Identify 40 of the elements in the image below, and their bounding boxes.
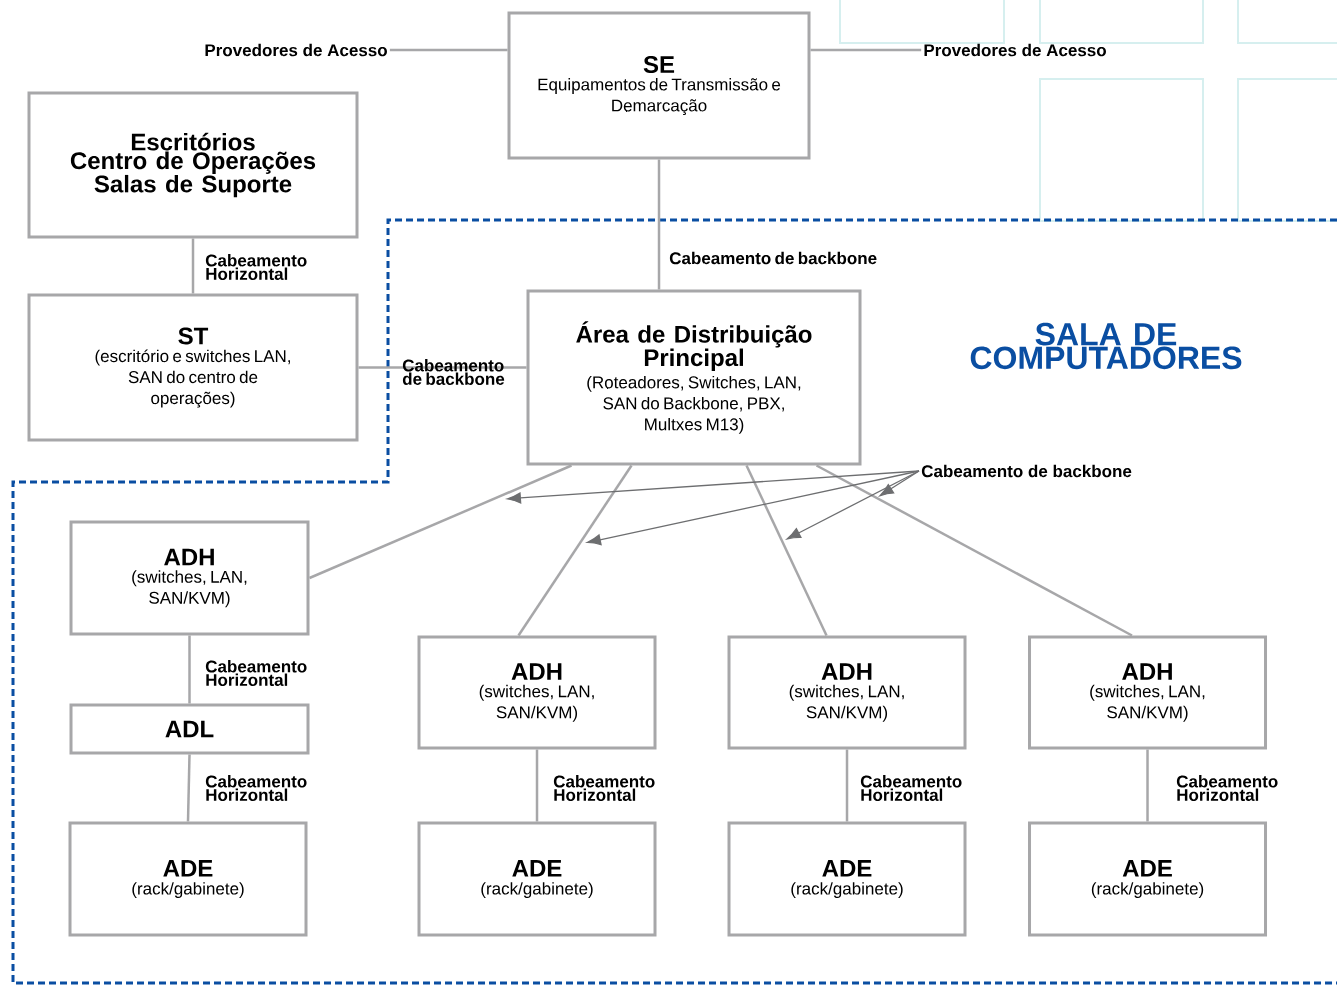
connector-line xyxy=(188,635,191,704)
connector-line xyxy=(517,464,633,637)
area-box: ADE (rack/gabinete) xyxy=(68,821,308,937)
edge-label: Cabeamento Horizontal xyxy=(1176,775,1278,801)
distribution-box: Área de Distribuição Principal (Roteadores, Switches, LAN, SAN do Backbone, PBX, Multxes M13) xyxy=(526,289,862,466)
edge-label: Cabeamento de backbone xyxy=(669,251,877,265)
connector-line xyxy=(191,238,195,294)
connector-line xyxy=(389,48,508,52)
edge-label: Cabeamento Horizontal xyxy=(860,775,962,801)
area-box: ADE (rack/gabinete) xyxy=(1028,821,1267,937)
connector-line xyxy=(810,48,922,52)
leader-arrow xyxy=(507,470,920,504)
provider-label: Provedores de Acesso xyxy=(924,43,1106,57)
area-box: ADH (switches, LAN, SAN/KVM) xyxy=(69,520,310,636)
leader-arrow xyxy=(879,470,920,497)
connector-line xyxy=(657,159,661,290)
connector-line xyxy=(845,749,849,822)
area-box: ADH (switches, LAN, SAN/KVM) xyxy=(417,635,657,750)
equipment-box: SE Equipamentos de Transmissão e Demarcação xyxy=(507,11,811,160)
cable-label: Cabeamento de backbone xyxy=(921,464,1132,478)
connector-line xyxy=(186,754,191,822)
provider-label: Provedores de Acesso xyxy=(205,43,387,57)
edge-label: Cabeamento de backbone xyxy=(402,359,505,385)
edge-label: Cabeamento Horizontal xyxy=(205,254,307,280)
connector-line xyxy=(815,464,1133,637)
area-box: ADH (switches, LAN, SAN/KVM) xyxy=(1028,635,1267,750)
area-box: ADE (rack/gabinete) xyxy=(727,821,967,937)
connector-line xyxy=(535,749,539,822)
area-box: ADL xyxy=(69,703,310,755)
connector-line xyxy=(745,464,828,637)
connector-line xyxy=(358,366,527,369)
leader-arrow xyxy=(587,470,920,546)
connector-line xyxy=(309,464,572,580)
area-box: ADH (switches, LAN, SAN/KVM) xyxy=(727,635,967,750)
connector-line xyxy=(1146,749,1149,822)
office-box: Escritórios Centro de Operações Salas de Suporte xyxy=(27,91,359,239)
edge-label: Cabeamento Horizontal xyxy=(205,775,307,801)
edge-label: Cabeamento Horizontal xyxy=(553,775,655,801)
area-box: ADE (rack/gabinete) xyxy=(417,821,657,937)
edge-label: Cabeamento Horizontal xyxy=(205,660,307,686)
